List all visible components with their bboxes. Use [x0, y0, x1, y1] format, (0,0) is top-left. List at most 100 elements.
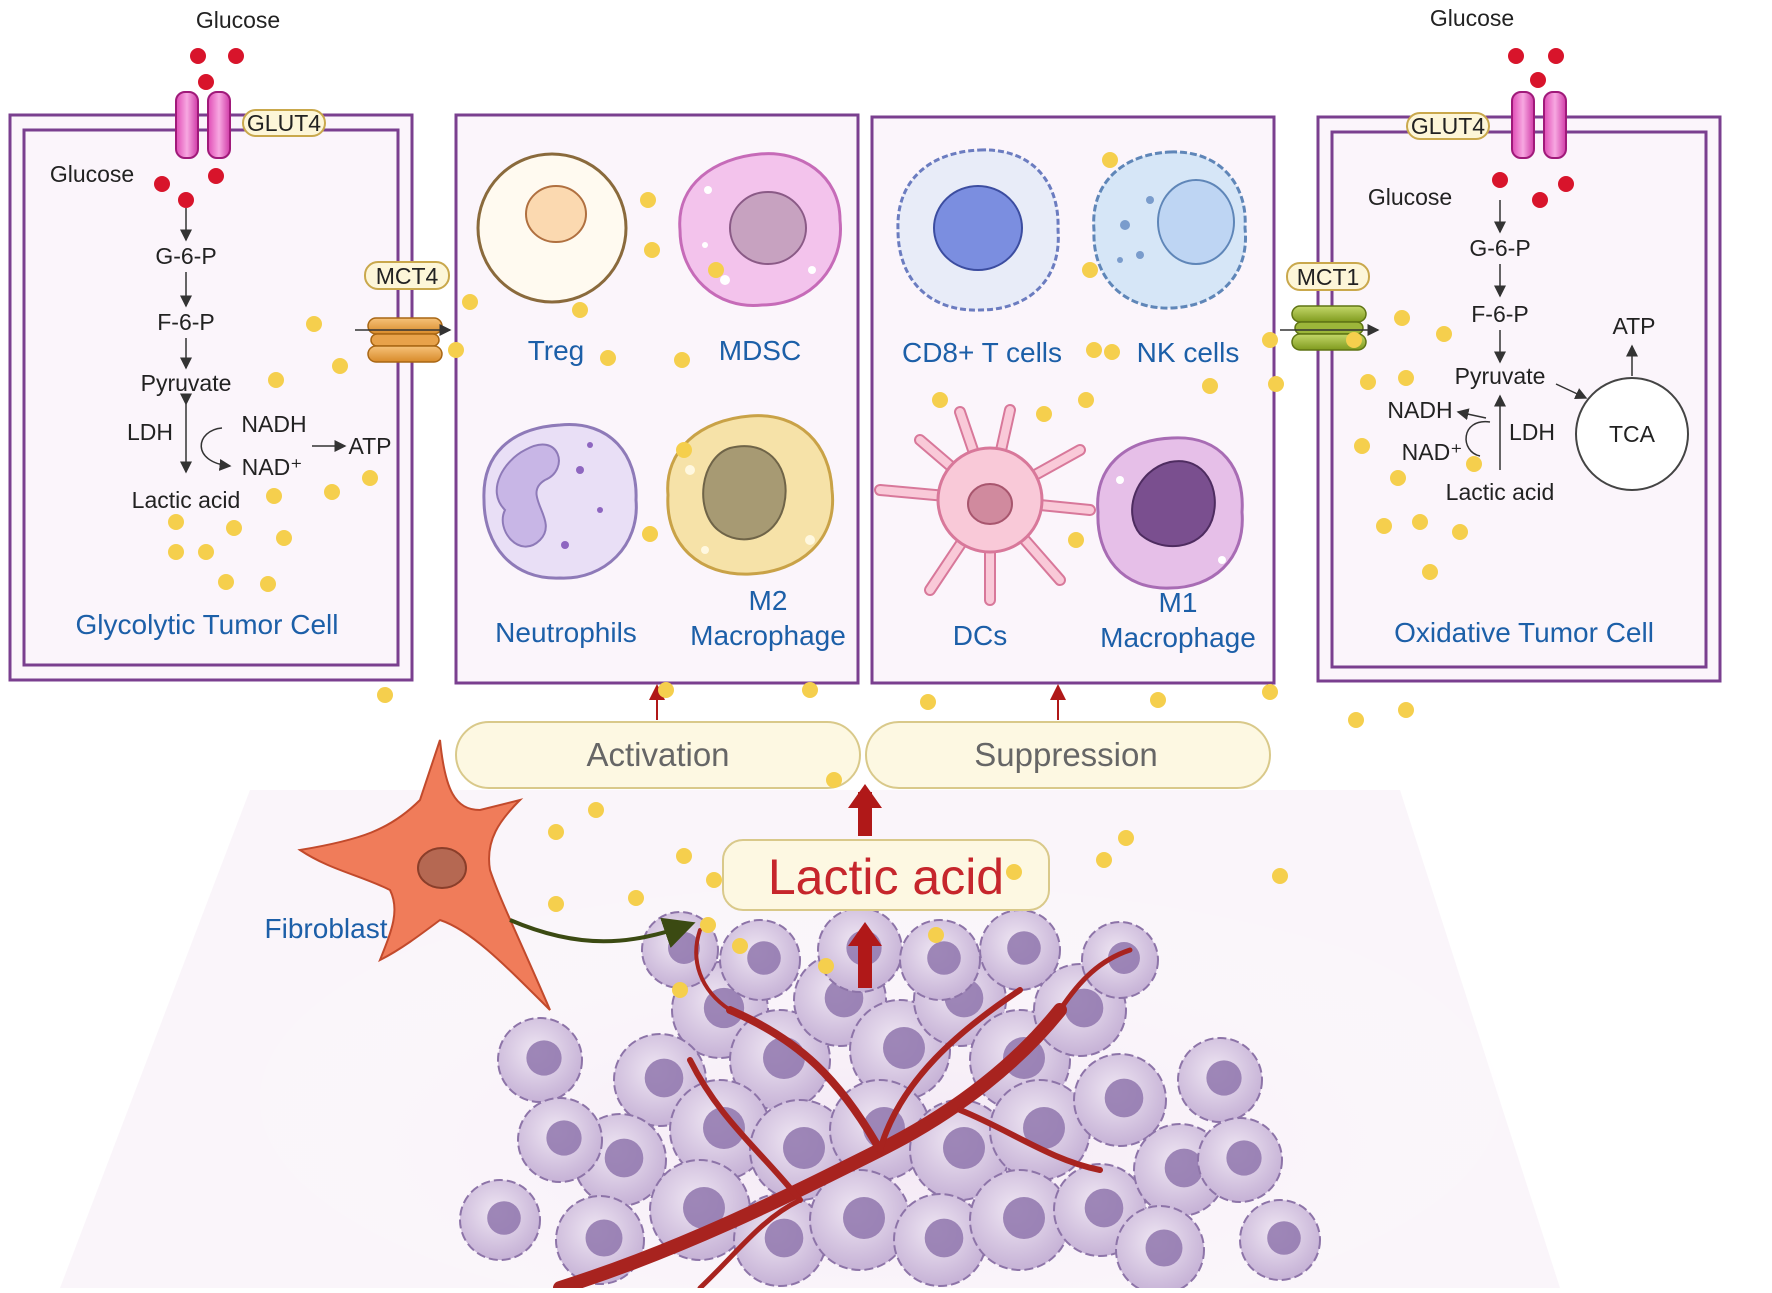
lactate-molecule	[260, 576, 276, 592]
m2-label-line2: Macrophage	[690, 620, 846, 651]
lactate-molecule	[1102, 152, 1118, 168]
tumor-cell	[669, 1079, 771, 1181]
lactate-molecule	[1390, 470, 1406, 486]
lactate-molecule	[928, 927, 944, 943]
lactate-molecule	[658, 682, 674, 698]
glucose-molecule	[228, 48, 244, 64]
tumor-cell	[1239, 1199, 1321, 1281]
lactate-molecule	[672, 982, 688, 998]
lactate-molecule	[1436, 326, 1452, 342]
right-lactic-acid: Lactic acid	[1446, 479, 1555, 505]
lactate-molecule	[1262, 332, 1278, 348]
effects: Activation Suppression Lactic acid	[455, 684, 1271, 988]
lactate-molecule	[1272, 868, 1288, 884]
mdsc-cell	[678, 152, 842, 307]
left-nad: NAD⁺	[242, 454, 303, 480]
right-nadh: NADH	[1387, 397, 1452, 423]
tumor-mass	[60, 790, 1560, 1293]
lactate-molecule	[706, 872, 722, 888]
left-ldh: LDH	[127, 419, 173, 445]
glut4-transporter-left: GLUT4	[175, 91, 326, 159]
lactate-molecule	[168, 514, 184, 530]
lactate-molecule	[306, 316, 322, 332]
fibroblast-cell: Fibroblast	[265, 739, 696, 1011]
right-glut4-label: GLUT4	[1411, 113, 1485, 139]
glucose-molecule	[1558, 176, 1574, 192]
lactate-molecule	[226, 520, 242, 536]
lactate-molecule	[802, 682, 818, 698]
mdsc-label: MDSC	[719, 335, 801, 366]
tumor-cell	[969, 1169, 1071, 1271]
tumor-cell	[729, 1009, 831, 1111]
lactate-molecule	[1078, 392, 1094, 408]
lactate-molecule	[1398, 702, 1414, 718]
left-atp: ATP	[348, 433, 391, 459]
lactate-molecule	[1082, 262, 1098, 278]
lactate-molecule	[448, 342, 464, 358]
tumor-cell	[517, 1097, 603, 1183]
lactate-molecule	[1412, 514, 1428, 530]
tumor-cell	[649, 1159, 751, 1261]
glucose-molecule	[1492, 172, 1508, 188]
suppression-pill	[865, 721, 1271, 789]
lactate-molecule	[572, 302, 588, 318]
glucose-molecule	[198, 74, 214, 90]
right-ldh: LDH	[1509, 419, 1555, 445]
right-pyruvate: Pyruvate	[1455, 363, 1546, 389]
mct1-importer: MCT1	[1280, 262, 1380, 351]
right-glucose-inside: Glucose	[1368, 184, 1452, 210]
dcs-label: DCs	[953, 620, 1007, 651]
activated-cells-panel: Treg MDSC Neutrophils M2 Macrophage	[454, 113, 860, 685]
lactate-molecule	[642, 526, 658, 542]
lactic-acid-central-label: Lactic acid	[768, 849, 1004, 905]
lactate-molecule	[168, 544, 184, 560]
lactate-molecule	[628, 890, 644, 906]
lactate-molecule	[1118, 830, 1134, 846]
nk-cell	[1092, 150, 1247, 310]
lactate-molecule	[732, 938, 748, 954]
treg-label: Treg	[528, 335, 585, 366]
lactate-molecule	[218, 574, 234, 590]
lactate-molecule	[1354, 438, 1370, 454]
lactate-molecule	[1096, 852, 1112, 868]
tumor-cell	[1197, 1117, 1283, 1203]
treg-cell	[476, 152, 628, 304]
left-cell-outer-membrane	[8, 113, 414, 682]
lactate-molecule	[268, 372, 284, 388]
tumor-cell	[893, 1193, 987, 1287]
left-glut4-label: GLUT4	[247, 110, 321, 136]
tca-cycle	[1575, 377, 1689, 491]
tumor-cell	[809, 1169, 911, 1271]
tumor-cell	[1115, 1205, 1205, 1293]
left-glucose-outside: Glucose	[196, 7, 280, 33]
lactate-molecule	[1376, 518, 1392, 534]
cd8-label: CD8+ T cells	[902, 337, 1062, 368]
lactate-molecule	[708, 262, 724, 278]
nk-label: NK cells	[1137, 337, 1240, 368]
tumor-cell	[719, 919, 801, 1001]
lactate-molecule	[1086, 342, 1102, 358]
glucose-molecule	[190, 48, 206, 64]
tumor-cell	[497, 1017, 583, 1103]
tumor-cell	[459, 1179, 541, 1261]
tumor-cell	[1073, 1053, 1167, 1147]
lactate-molecule	[676, 848, 692, 864]
lactate-molecule	[700, 917, 716, 933]
mct1-label: MCT1	[1297, 264, 1360, 290]
m2-macrophage-cell	[666, 414, 835, 576]
lactate-molecule	[377, 687, 393, 703]
right-nad: NAD⁺	[1402, 439, 1463, 465]
lactate-molecule	[676, 442, 692, 458]
lactate-molecule	[1068, 532, 1084, 548]
glycolytic-tumor-cell: GLUT4 Glucose Glucose G-6-P F-6-P Pyruva…	[8, 7, 452, 682]
lactate-molecule	[1422, 564, 1438, 580]
lactate-molecule	[1036, 406, 1052, 422]
lactate-molecule	[932, 392, 948, 408]
lactate-molecule	[324, 484, 340, 500]
right-f6p: F-6-P	[1471, 301, 1529, 327]
lactate-molecule	[1346, 332, 1362, 348]
lactate-molecule	[1006, 864, 1022, 880]
dc-cell	[874, 404, 1096, 606]
lactate-molecule	[826, 772, 842, 788]
